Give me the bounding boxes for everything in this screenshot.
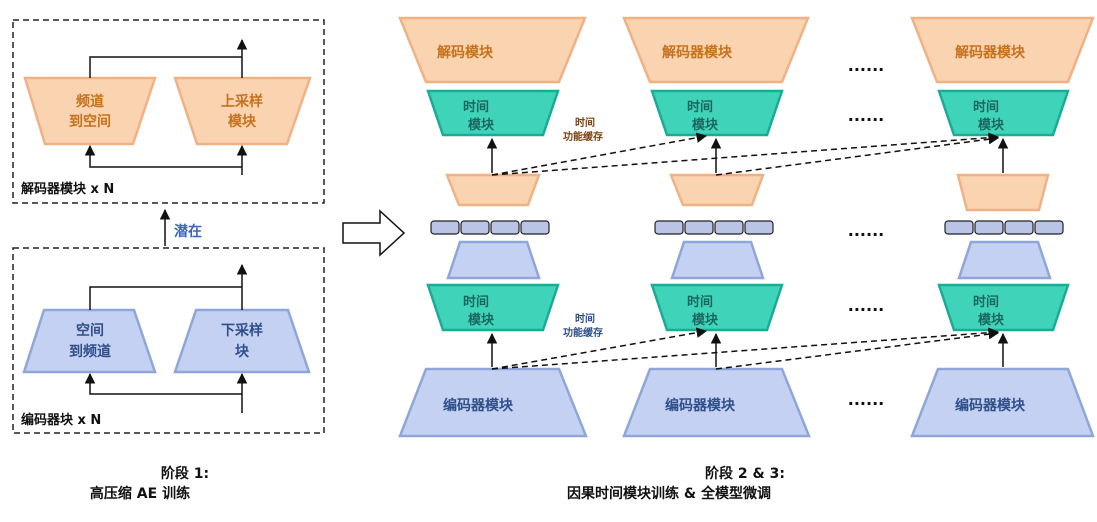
temporal-decoder-col1-label-1: 时间 [463,99,489,115]
small-decoder-col1 [445,173,541,207]
small-encoder-col1 [446,240,541,280]
decoder-merge-line [89,56,242,78]
temporal-encoder-col2-label-2: 模块 [692,312,719,328]
decoder-block-col1 [398,16,587,84]
latent-token-col1-2 [460,220,490,235]
temporal-encoder-col3-label-1: 时间 [973,294,999,310]
stage1-caption-1: 阶段 1: [161,465,209,482]
decoder-box-label: 解码器模块 x N [20,181,114,197]
latent-token-col2-4 [744,220,774,235]
freq-to-space-label-2: 到空间 [69,113,111,130]
temporal-encoder-col1-label-2: 模块 [468,312,495,328]
upsample-label-2: 模块 [228,113,257,130]
decoder-skip-arrow [84,144,242,168]
cache-arrow-encoder-3 [715,328,1000,370]
upsample-label-1: 上采样 [221,93,263,110]
freq-to-space-label-1: 频道 [76,93,104,110]
latent-token-col2-3 [714,220,744,235]
cache-arrow-decoder-1 [491,132,708,176]
temporal-encoder-col2-label-1: 时间 [687,294,713,310]
latent-token-col3-1 [944,220,974,235]
latent-token-col1-1 [430,220,460,235]
latent-token-col2-1 [654,220,684,235]
stage2-caption-2: 因果时间模块训练 & 全模型微调 [567,485,771,502]
cache-arrow-decoder-3 [715,134,1000,176]
latent-label: 潜在 [174,223,202,240]
temporal-encoder-col1 [426,283,560,332]
ellipsis-temporal-encoder: ······ [848,300,884,319]
space-to-freq-block [22,308,157,374]
cache-label-decoder-2: 功能缓存 [563,130,603,143]
encoder-block-col1 [398,367,588,438]
cache-arrow-encoder-1 [491,327,708,370]
decoder-dashed-box [12,19,325,204]
cache-label-decoder-1: 时间 [575,116,595,129]
cache-arrow-decoder-2 [491,132,1000,176]
temporal-decoder-col3-label-1: 时间 [973,99,999,115]
downsample-label-1: 下采样 [221,322,263,339]
encoder-block-col1-label: 编码器模块 [443,397,514,414]
small-decoder-col2 [669,173,765,207]
temporal-decoder-col3 [937,89,1070,137]
temporal-decoder-col3-label-2: 模块 [978,117,1005,133]
temporal-decoder-col2 [650,89,784,137]
decoder-block-col3 [910,16,1095,84]
ellipsis-decoder: ······ [848,60,884,79]
encoder-block-col3 [910,367,1095,438]
temporal-encoder-col3-label-2: 模块 [978,312,1005,328]
decoder-block-col2 [622,16,810,84]
encoder-skip-arrow [84,372,242,395]
encoder-block-col3-label: 编码器模块 [955,397,1026,414]
temporal-decoder-col2-label-1: 时间 [687,99,713,115]
temporal-encoder-col2 [650,283,784,332]
small-decoder-col3 [956,173,1050,212]
encoder-merge-line [89,286,242,310]
temporal-encoder-col3 [937,283,1070,332]
ellipsis-latent: ······ [848,225,884,244]
latent-token-col3-2 [974,220,1004,235]
encoder-dashed-box [12,247,325,434]
temporal-decoder-col2-label-2: 模块 [692,117,719,133]
small-encoder-col3 [957,240,1052,280]
temporal-decoder-col1 [426,89,560,137]
stage1-caption-2: 高压缩 AE 训练 [90,485,190,502]
temporal-decoder-col1-label-2: 模块 [468,117,495,133]
latent-token-col1-3 [490,220,520,235]
stage-transition-arrow [342,209,406,257]
downsample-block [173,308,311,374]
ellipsis-temporal-decoder: ······ [848,110,884,129]
latent-token-col1-4 [520,220,550,235]
space-to-freq-label-2: 到频道 [69,343,111,360]
stage2-caption-1: 阶段 2 & 3: [705,465,785,482]
temporal-encoder-col1-label-1: 时间 [463,294,489,310]
freq-to-space-block [23,76,157,146]
encoder-block-col2 [622,367,811,438]
cache-arrow-encoder-2 [491,327,1000,370]
cache-label-encoder-1: 时间 [575,312,595,325]
latent-token-col3-4 [1034,220,1064,235]
downsample-label-2: 块 [235,344,250,360]
latent-token-col2-2 [684,220,714,235]
upsample-block [173,76,312,146]
ellipsis-encoder: ······ [848,394,884,413]
decoder-block-col3-label: 解码器模块 [955,44,1026,61]
latent-token-col3-3 [1004,220,1034,235]
small-encoder-col2 [670,240,765,280]
decoder-block-col2-label: 解码器模块 [662,44,733,61]
encoder-box-label: 编码器块 x N [21,412,101,428]
decoder-block-col1-label: 解码模块 [437,44,494,61]
cache-label-encoder-2: 功能缓存 [563,326,603,339]
encoder-block-col2-label: 编码器模块 [665,397,736,414]
space-to-freq-label-1: 空间 [76,322,104,339]
